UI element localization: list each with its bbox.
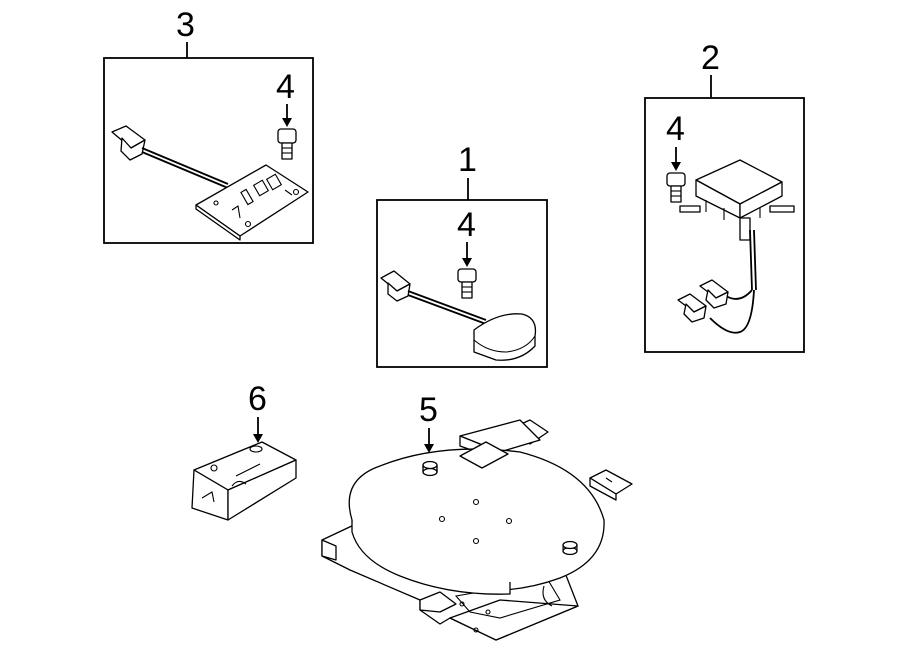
arrowhead-icon bbox=[282, 118, 292, 127]
stud-icon bbox=[562, 540, 578, 556]
bolt-icon bbox=[457, 268, 477, 299]
callout-4-box3: 4 bbox=[276, 68, 295, 106]
part-2-box bbox=[644, 97, 805, 353]
carrier-tray-icon bbox=[321, 419, 633, 641]
arrowhead-icon bbox=[253, 434, 263, 443]
part-6-group: 6 bbox=[191, 380, 297, 521]
arrowhead-icon bbox=[462, 258, 472, 267]
part-2-group: 2 4 bbox=[644, 39, 805, 353]
arrowhead-icon bbox=[424, 444, 434, 453]
part-5-group: 5 bbox=[321, 391, 633, 641]
antenna-module-icon bbox=[677, 159, 795, 334]
part-3-group: 3 4 bbox=[103, 6, 314, 244]
callout-4-box1: 4 bbox=[457, 206, 476, 244]
callout-1: 1 bbox=[458, 141, 477, 179]
arrowhead-icon bbox=[671, 162, 681, 171]
gps-antenna-icon bbox=[380, 270, 537, 361]
callout-2: 2 bbox=[701, 39, 720, 77]
antenna-plate-icon bbox=[111, 125, 309, 241]
part-3-box bbox=[103, 57, 314, 244]
callout-6: 6 bbox=[248, 380, 267, 418]
callout-4-box2: 4 bbox=[666, 110, 685, 148]
callout-5: 5 bbox=[419, 391, 438, 429]
callout-3: 3 bbox=[176, 6, 195, 44]
bolt-icon bbox=[277, 128, 297, 160]
part-1-box bbox=[376, 199, 548, 368]
stud-icon bbox=[422, 460, 438, 477]
bolt-icon bbox=[666, 172, 686, 203]
control-module-icon bbox=[191, 441, 297, 521]
part-1-group: 1 4 bbox=[376, 141, 548, 368]
